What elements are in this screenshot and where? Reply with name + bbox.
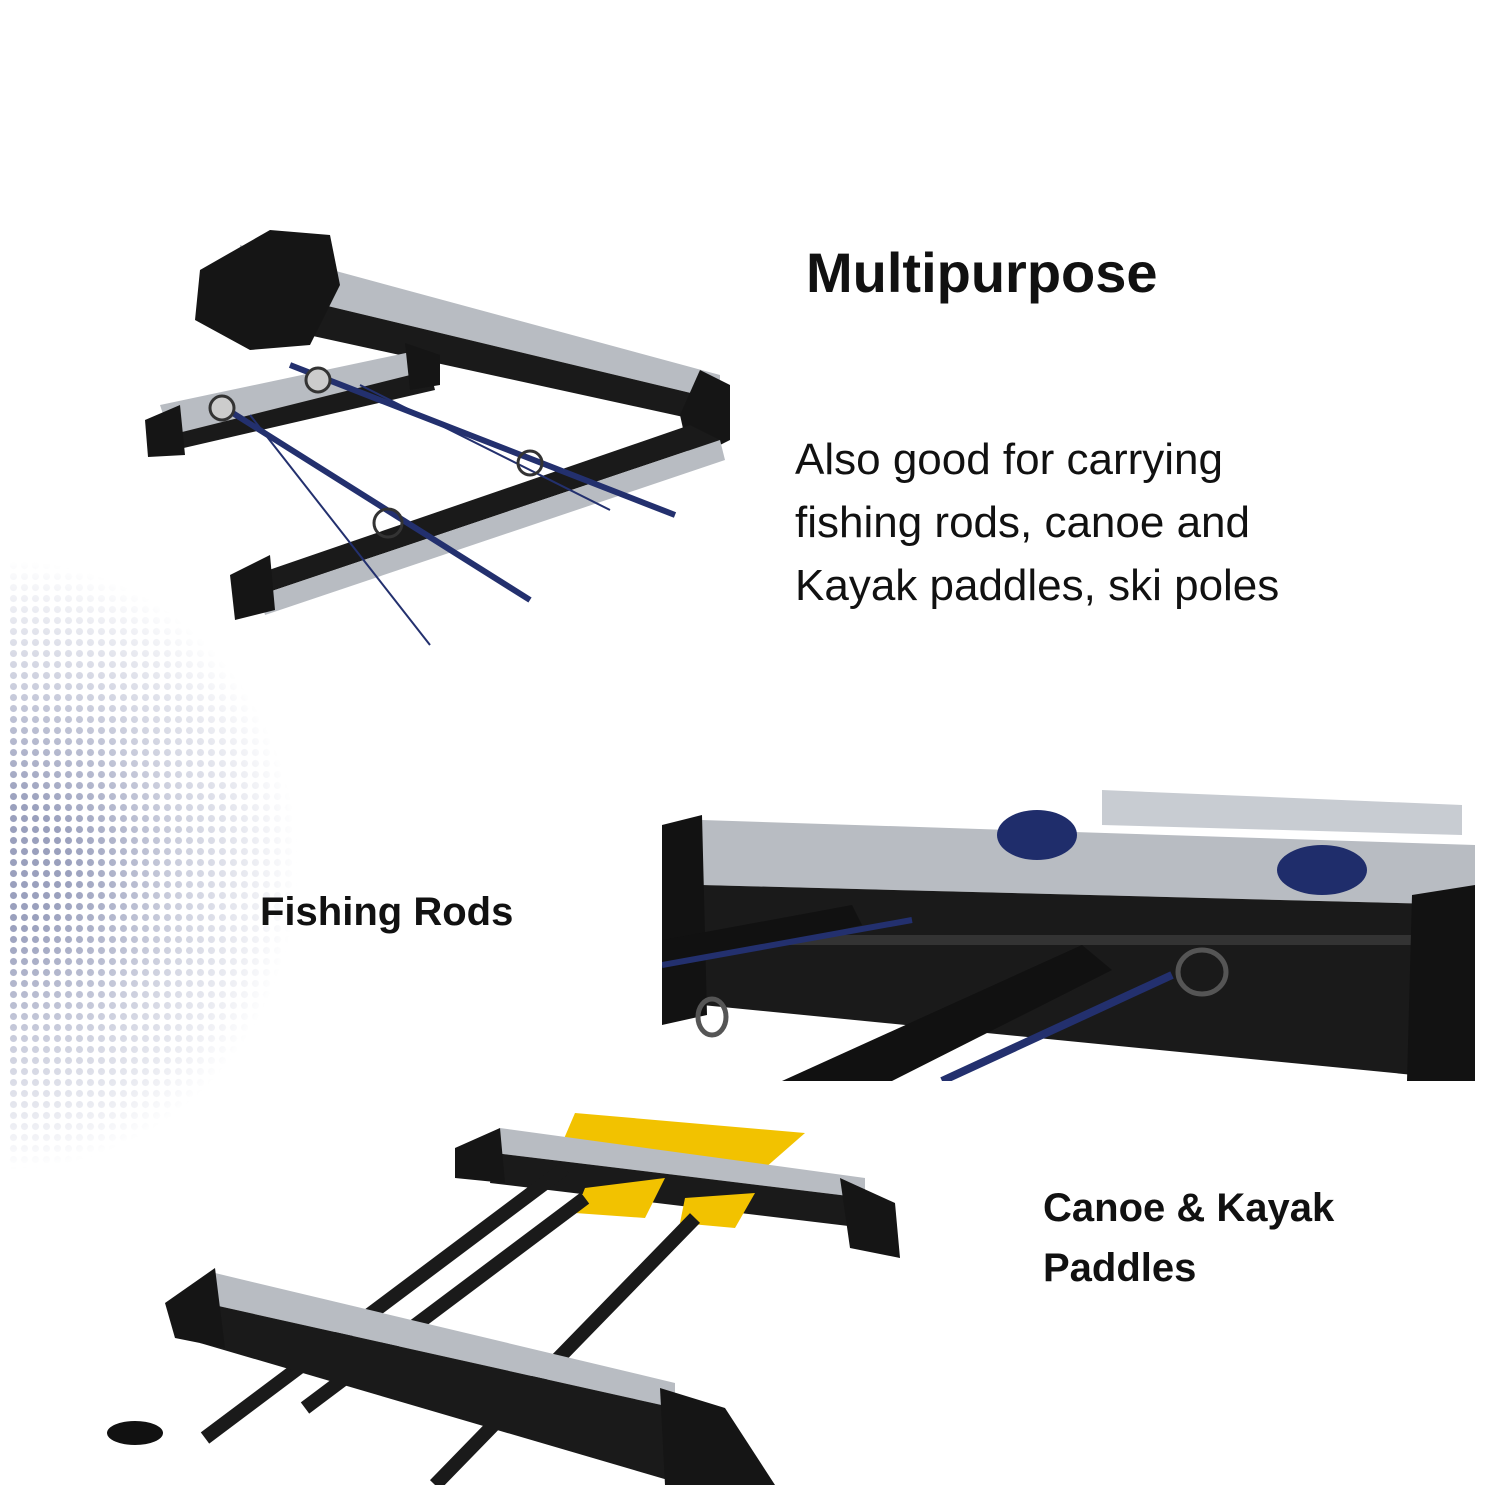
page-title: Multipurpose [806, 241, 1158, 304]
paddles-label: Canoe & Kayak Paddles [1043, 1178, 1334, 1298]
rack-with-fishing-rods-photo [145, 230, 730, 646]
fishing-rods-label: Fishing Rods [260, 890, 514, 934]
description-text: Also good for carrying fishing rods, can… [795, 435, 1280, 610]
fishing-rods-closeup-photo [662, 790, 1475, 1081]
paddles-rack-photo [107, 1113, 900, 1485]
dot-pattern-decoration [8, 560, 298, 1170]
paddles-label-line2: Paddles [1043, 1246, 1197, 1290]
paddles-label-line1: Canoe & Kayak [1043, 1186, 1335, 1230]
